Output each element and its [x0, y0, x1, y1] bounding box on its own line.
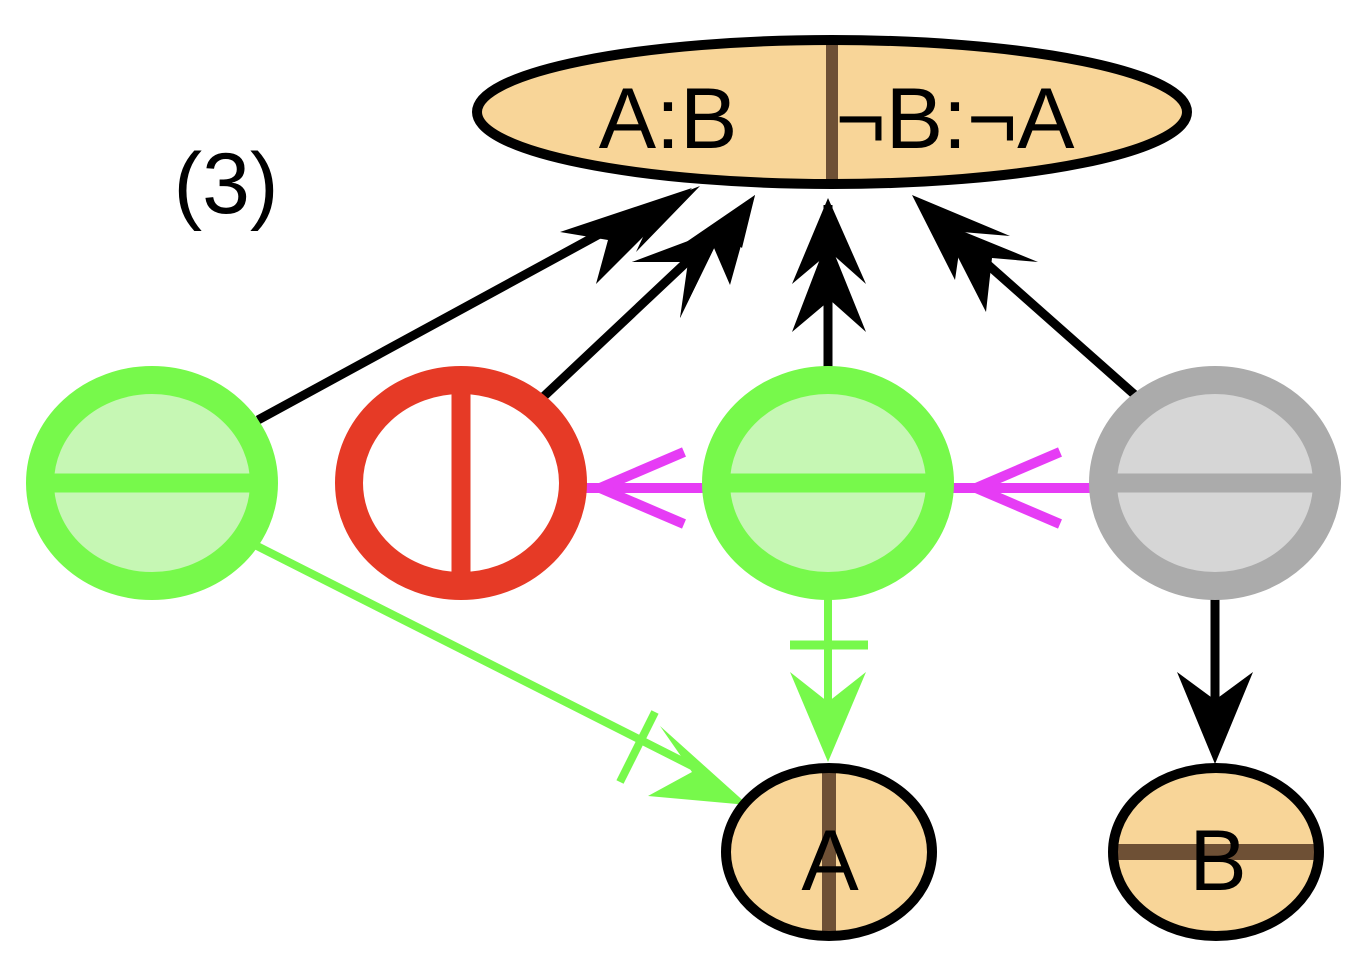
node-a[interactable]: A [721, 763, 937, 941]
node-green-left[interactable] [26, 366, 278, 600]
node-a-label: A [801, 813, 859, 909]
edge-green-center-to-red [585, 447, 710, 529]
open-arrowhead-icon [963, 447, 1062, 529]
node-top[interactable]: A:B ¬B:¬A [472, 35, 1192, 189]
arrowhead-icon [792, 238, 866, 332]
arrowhead-icon [632, 195, 755, 318]
open-arrowhead-icon [587, 447, 686, 529]
node-green-center[interactable] [702, 366, 954, 600]
edge-red-to-top [536, 195, 755, 404]
arrowhead-icon [940, 222, 1038, 312]
edge-gray-to-green-center [950, 447, 1095, 529]
node-top-right-label: ¬B:¬A [835, 71, 1075, 167]
panel-label: (3) [173, 136, 278, 232]
edge-gray-to-top [912, 195, 1138, 399]
edge-gray-to-b [1177, 595, 1253, 764]
arrowhead-icon [618, 186, 700, 252]
node-gray[interactable] [1089, 366, 1341, 600]
arrowhead-icon [790, 672, 866, 762]
arrowhead-icon [648, 726, 748, 805]
node-b-label: B [1189, 813, 1246, 909]
edge-green-left-to-a [253, 541, 748, 805]
edge-green-center-to-a [790, 595, 868, 762]
edge-green-left-to-top [255, 186, 700, 424]
arrowhead-icon [1177, 672, 1253, 764]
node-top-left-label: A:B [599, 71, 738, 167]
tick-mark [616, 710, 659, 784]
node-red[interactable] [335, 366, 587, 600]
edge-green-center-to-top [792, 198, 866, 375]
node-b[interactable]: B [1108, 763, 1324, 941]
